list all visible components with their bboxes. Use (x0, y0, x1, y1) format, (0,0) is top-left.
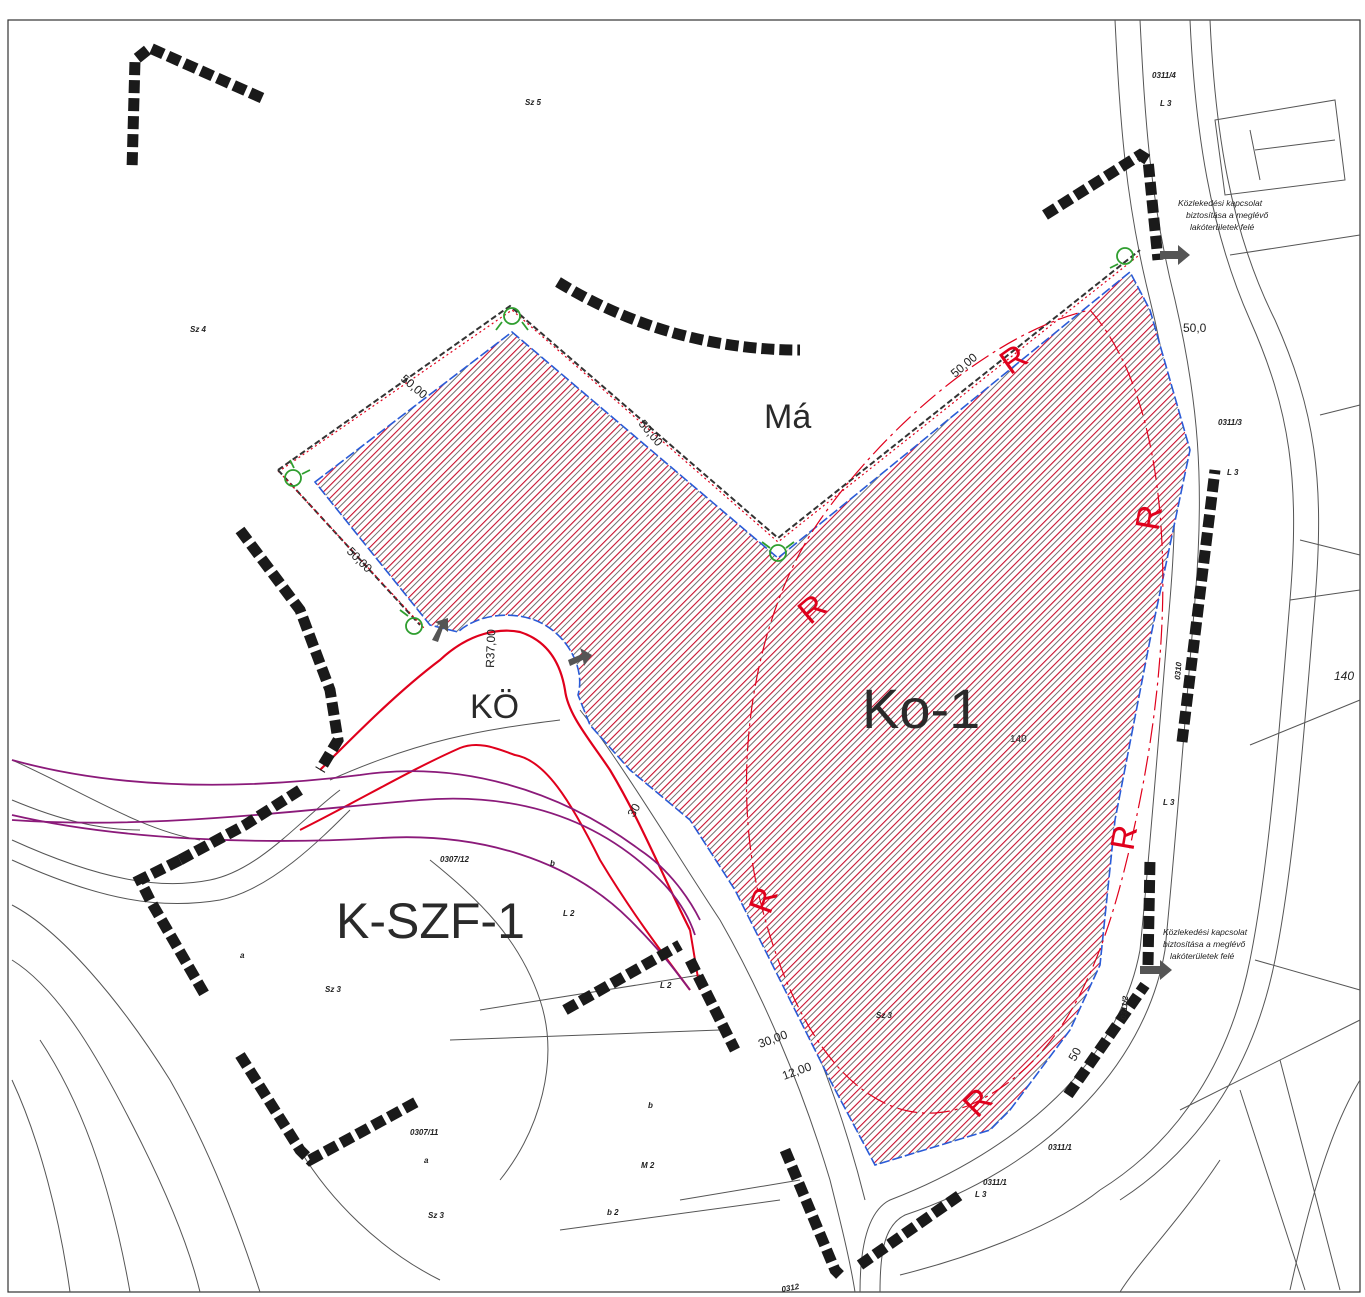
parcel-label: L 3 (1160, 99, 1172, 108)
dim-label: 30 (624, 801, 643, 820)
parcel-number: 140 (1334, 669, 1354, 683)
dim-label: 30,00 (756, 1027, 789, 1051)
parcel-label: b (648, 1101, 653, 1110)
parcel-label: 0311/4 (1152, 71, 1176, 80)
parcel-number: 140 (1010, 734, 1027, 745)
dim-label: 12,00 (780, 1059, 813, 1083)
parcel-label: Sz 3 (325, 985, 342, 994)
svg-text:Közlekedési kapcsolat: Közlekedési kapcsolat (1163, 927, 1248, 937)
zone-label-ma: Má (764, 398, 811, 436)
regulation-boundary (277, 249, 1141, 540)
parcel-label: L 2 (563, 909, 575, 918)
regulation-boundary-west (277, 469, 421, 626)
parcel-label: 0312 (781, 1282, 801, 1294)
green-markers (284, 247, 1134, 635)
parcel-label: Sz 3 (428, 1211, 445, 1220)
note-top: Közlekedési kapcsolat biztosítása a megl… (1178, 198, 1268, 232)
parcel-label: L 3 (1163, 798, 1175, 807)
dim-label: 50,00 (948, 350, 980, 380)
red-dash-arc (745, 309, 1164, 1114)
zone-boundary-bars (126, 41, 1221, 1279)
access-arrows (432, 245, 1190, 980)
svg-text:lakóterületek felé: lakóterületek felé (1170, 951, 1235, 961)
map-frame (7, 19, 1361, 1293)
svg-text:biztosítása a meglévő: biztosítása a meglévő (1186, 210, 1268, 220)
parcel-label: 0307/12 (440, 855, 469, 864)
parcel-label: a (424, 1156, 429, 1165)
dim-radius: R37,00 (483, 629, 498, 668)
parcel-label: Sz 4 (190, 325, 207, 334)
regulation-boundary-red (277, 255, 1139, 543)
zone-label-ko1: Ko-1 (862, 677, 980, 740)
parcel-label: 0311/2 (1119, 995, 1130, 1020)
parcel-label: b (550, 859, 555, 868)
dim-label: 50,0 (1183, 321, 1207, 335)
dim-label: 50 (1065, 1045, 1084, 1064)
parcel-label: a (240, 951, 245, 960)
parcel-label: 0311/3 (1218, 418, 1242, 427)
parcel-label: L 2 (660, 981, 672, 990)
r-mark: R (1104, 822, 1146, 853)
parcel-label: b 2 (607, 1208, 619, 1217)
ko-road-inner (299, 744, 691, 991)
parcel-label: L 3 (1227, 468, 1239, 477)
parcel-label: L 3 (975, 1190, 987, 1199)
parcel-label: Sz 3 (876, 1011, 893, 1020)
note-bottom: Közlekedési kapcsolat biztosítása a megl… (1163, 927, 1248, 961)
svg-text:Közlekedési kapcsolat: Közlekedési kapcsolat (1178, 198, 1263, 208)
parcel-label: M 2 (641, 1161, 655, 1170)
parcel-label: 0311/1 (983, 1178, 1007, 1187)
svg-text:biztosítása a meglévő: biztosítása a meglévő (1163, 939, 1245, 949)
parcel-label: 0310 (1173, 661, 1184, 680)
ko1-hatched-area (313, 270, 1191, 1166)
parcel-label: Sz 5 (525, 98, 542, 107)
zone-label-kszf1: K-SZF-1 (336, 893, 525, 949)
parcel-label: 0311/1 (1048, 1143, 1072, 1152)
pipelines (11, 759, 701, 991)
svg-text:lakóterületek felé: lakóterületek felé (1190, 222, 1255, 232)
zone-label-ko: KÖ (470, 688, 519, 726)
parcel-label: 0307/11 (410, 1128, 439, 1137)
ko-road-outline (319, 629, 691, 931)
